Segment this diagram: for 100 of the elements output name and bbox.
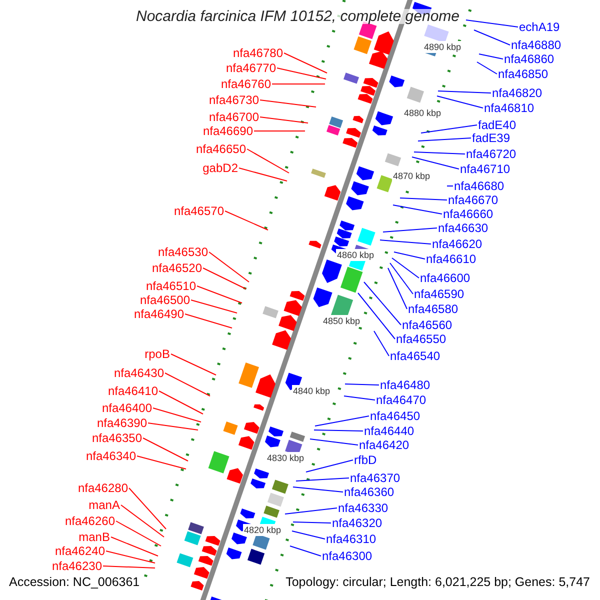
gene-label: nfa46370 (350, 470, 400, 486)
gene-label: nfa46260 (64, 513, 115, 529)
leader-line (120, 504, 164, 538)
leader-line (116, 520, 162, 546)
leader-line (394, 252, 426, 260)
gene-label: fadE39 (472, 130, 510, 146)
gene-label: nfa46600 (420, 270, 470, 286)
gene-label: nfa46330 (338, 500, 388, 516)
leader-line (152, 408, 202, 422)
gene-label: manB (78, 529, 110, 545)
gene-label: nfa46630 (438, 220, 488, 236)
leader-line (436, 96, 484, 108)
gene-label: nfa46350 (92, 430, 142, 446)
leader-line (196, 286, 242, 304)
leader-line (344, 384, 380, 386)
leader-line (476, 62, 498, 74)
leader-line (292, 522, 332, 524)
gene-label: nfa46650 (196, 141, 246, 157)
gene-label: nfa46550 (396, 331, 446, 347)
gene-label: nfa46760 (220, 76, 271, 92)
leader-line (136, 456, 186, 470)
leader-line (314, 416, 370, 426)
leader-line (290, 546, 322, 556)
gene-label: nfa46880 (511, 37, 562, 53)
leader-line (276, 68, 326, 80)
leader-line (208, 252, 250, 282)
gene-label: nfa46450 (370, 408, 420, 424)
gene-label: nfa46580 (408, 301, 458, 317)
gene-label: nfa46770 (226, 60, 276, 76)
leader-line (164, 372, 210, 396)
leader-line (390, 262, 414, 294)
leader-line (306, 460, 354, 472)
gene-label: nfa46670 (448, 192, 498, 208)
gene-label: nfa46660 (443, 206, 494, 222)
leader-line (392, 204, 442, 214)
leader-line (418, 138, 472, 142)
leader-line (412, 156, 460, 170)
gene-label: nfa46610 (426, 251, 476, 267)
leader-line (296, 478, 350, 482)
gene-label: nfa46310 (326, 531, 376, 547)
leader-line (260, 116, 308, 124)
gene-label: rpoB (144, 346, 170, 362)
leader-line (246, 148, 290, 174)
gene-label: nfa46240 (54, 543, 105, 559)
position-label: 4840 kbp (292, 385, 332, 397)
leader-line (284, 52, 328, 74)
position-label: 4820 kbp (243, 524, 282, 536)
gene-label: nfa46320 (332, 515, 382, 531)
gene-label: nfa46340 (86, 448, 136, 464)
gene-label: gabD2 (202, 160, 238, 176)
leader-line (420, 124, 478, 134)
leader-line (478, 54, 504, 60)
leader-line (380, 240, 432, 244)
leader-line (284, 508, 338, 514)
leader-line (382, 228, 438, 232)
leader-line (102, 566, 156, 568)
gene-label: nfa46860 (504, 51, 554, 67)
leader-line (142, 438, 188, 462)
leader-line (310, 438, 358, 446)
leader-line (190, 300, 238, 314)
gene-label: nfa46430 (114, 365, 164, 381)
position-label: 4890 kbp (423, 41, 462, 53)
leader-line (148, 422, 198, 430)
gene-label: nfa46700 (208, 109, 259, 125)
leader-line (314, 430, 364, 432)
leader-line (254, 130, 306, 132)
gene-label: nfa46510 (146, 278, 196, 294)
leader-line (388, 268, 408, 310)
leader-line (238, 168, 288, 182)
gene-label: nfa46570 (174, 203, 224, 219)
leader-line (184, 314, 232, 328)
gene-label: nfa46730 (208, 92, 259, 108)
gene-label: nfa46470 (376, 392, 426, 408)
gene-label: nfa46720 (466, 146, 516, 162)
gene-label: nfa46780 (232, 45, 283, 61)
leader-line (392, 258, 420, 278)
gene-label: nfa46490 (134, 306, 184, 322)
position-label: 4850 kbp (322, 315, 362, 327)
gene-label: rfbD (354, 452, 377, 468)
leader-line (260, 100, 316, 108)
gene-label: nfa46520 (152, 260, 202, 276)
leader-line (292, 530, 326, 540)
gene-label: nfa46480 (380, 377, 430, 393)
leader-line (374, 330, 390, 356)
gene-label: nfa46560 (402, 317, 452, 333)
gene-label: nfa46710 (460, 161, 510, 177)
gene-label: nfa46300 (322, 548, 372, 564)
position-label: 4870 kbp (392, 170, 432, 182)
leader-line (110, 536, 158, 556)
leader-line (364, 282, 402, 326)
leader-line (438, 90, 492, 94)
gene-label: manA (88, 497, 120, 513)
gene-label: nfa46420 (359, 437, 410, 453)
gene-label: nfa46820 (492, 85, 542, 101)
gene-label: nfa46410 (108, 383, 158, 399)
leader-line (344, 396, 376, 400)
gene-label: nfa46540 (390, 348, 440, 364)
leader-line (106, 550, 156, 564)
gene-label: nfa46620 (432, 236, 482, 252)
position-label: 4880 kbp (403, 107, 442, 119)
